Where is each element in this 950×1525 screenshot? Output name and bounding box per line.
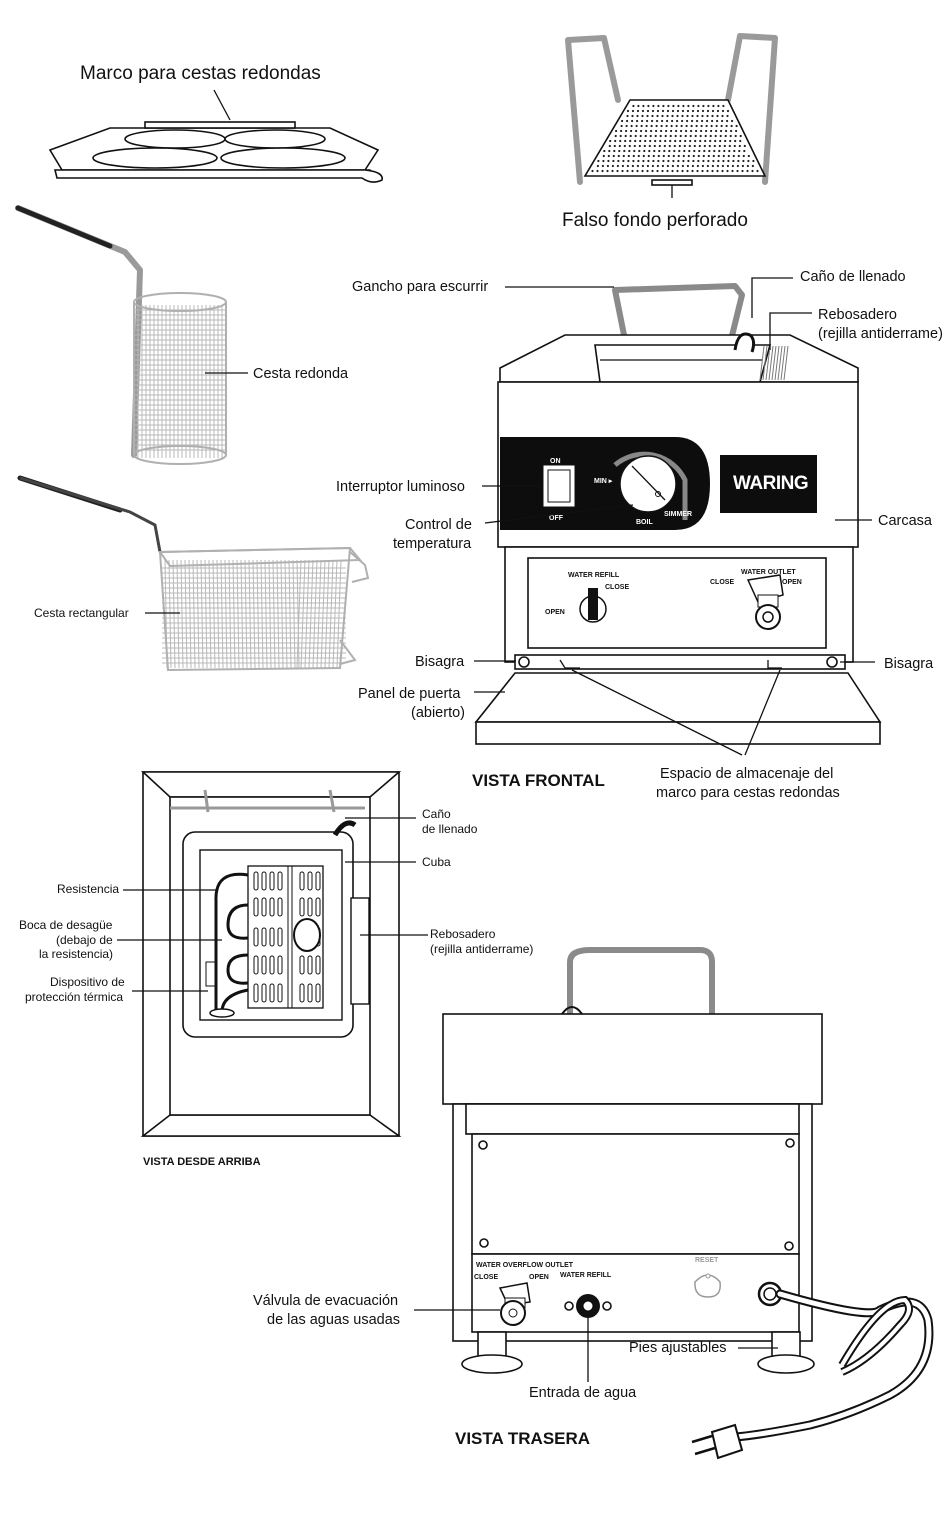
refill-open-text: OPEN <box>545 609 565 616</box>
label-control-1: Control de <box>405 517 472 533</box>
label-bisagra-right: Bisagra <box>884 656 934 672</box>
label-carcasa: Carcasa <box>878 513 933 529</box>
label-cesta-redonda: Cesta redonda <box>253 366 349 382</box>
switch-off-text: OFF <box>549 515 564 522</box>
round-basket-frame <box>48 89 383 183</box>
label-cesta-rectangular: Cesta rectangular <box>34 606 129 620</box>
rectangular-basket <box>17 475 370 672</box>
label-gancho: Gancho para escurrir <box>352 279 488 295</box>
water-refill-text: WATER REFILL <box>568 572 620 579</box>
label-control-2: temperatura <box>393 536 472 552</box>
label-top-dispositivo-1: Dispositivo de <box>50 975 125 989</box>
label-top-boca-1: Boca de desagüe <box>19 918 113 932</box>
round-basket <box>15 205 248 465</box>
dial-simmer-text: SIMMER <box>664 511 692 518</box>
label-espacio-1: Espacio de almacenaje del <box>660 766 833 782</box>
rear-leaders <box>414 1309 778 1382</box>
label-top-rebosadero-1: Rebosadero <box>430 927 496 941</box>
label-marco-cestas: Marco para cestas redondas <box>80 63 321 84</box>
label-top-boca-2: (debajo de <box>56 933 113 947</box>
label-rebosadero-1: Rebosadero <box>818 307 897 323</box>
label-top-dispositivo-2: protección térmica <box>25 990 123 1004</box>
refill-close-text: CLOSE <box>605 584 629 591</box>
rear-reset-text: RESET <box>695 1257 719 1264</box>
dial-boil-text: BOIL <box>636 519 653 526</box>
outlet-close-text: CLOSE <box>710 579 734 586</box>
label-top-cano-2: de llenado <box>422 822 478 836</box>
label-pies: Pies ajustables <box>629 1340 727 1356</box>
label-top-cano-1: Caño <box>422 807 451 821</box>
title-vista-frontal: VISTA FRONTAL <box>472 771 605 790</box>
outlet-open-text: OPEN <box>782 579 802 586</box>
front-leaders <box>474 277 875 756</box>
title-vista-arriba: VISTA DESDE ARRIBA <box>143 1156 261 1168</box>
perforated-false-bottom <box>565 33 778 198</box>
rear-overflow-text: WATER OVERFLOW OUTLET <box>476 1262 574 1269</box>
title-vista-trasera: VISTA TRASERA <box>455 1429 590 1448</box>
dial-min-text: MIN ▸ <box>594 478 613 485</box>
rear-open-text: OPEN <box>529 1274 549 1281</box>
label-interruptor: Interruptor luminoso <box>336 479 465 495</box>
front-view <box>474 283 882 745</box>
water-outlet-text: WATER OUTLET <box>741 569 796 576</box>
label-falso-fondo: Falso fondo perforado <box>562 210 748 231</box>
label-top-resistencia: Resistencia <box>57 882 119 896</box>
switch-on-text: ON <box>550 458 561 465</box>
label-rebosadero-2: (rejilla antiderrame) <box>818 326 943 342</box>
top-view <box>140 771 402 1137</box>
label-panel-2: (abierto) <box>411 705 465 721</box>
label-top-rebosadero-2: (rejilla antiderrame) <box>430 942 533 956</box>
rear-view <box>442 947 934 1460</box>
rear-close-text: CLOSE <box>474 1274 498 1281</box>
label-top-boca-3: la resistencia) <box>39 947 113 961</box>
label-espacio-2: marco para cestas redondas <box>656 785 840 801</box>
label-panel-1: Panel de puerta <box>358 686 461 702</box>
brand-logo: WARING <box>733 473 808 494</box>
top-leaders <box>117 817 428 992</box>
label-top-cuba: Cuba <box>422 855 451 869</box>
label-bisagra-left: Bisagra <box>415 654 465 670</box>
label-valvula-2: de las aguas usadas <box>267 1312 400 1328</box>
label-entrada: Entrada de agua <box>529 1385 637 1401</box>
label-valvula-1: Válvula de evacuación <box>253 1293 398 1309</box>
label-cano-llenado: Caño de llenado <box>800 269 906 285</box>
rear-refill-text: WATER REFILL <box>560 1272 612 1279</box>
